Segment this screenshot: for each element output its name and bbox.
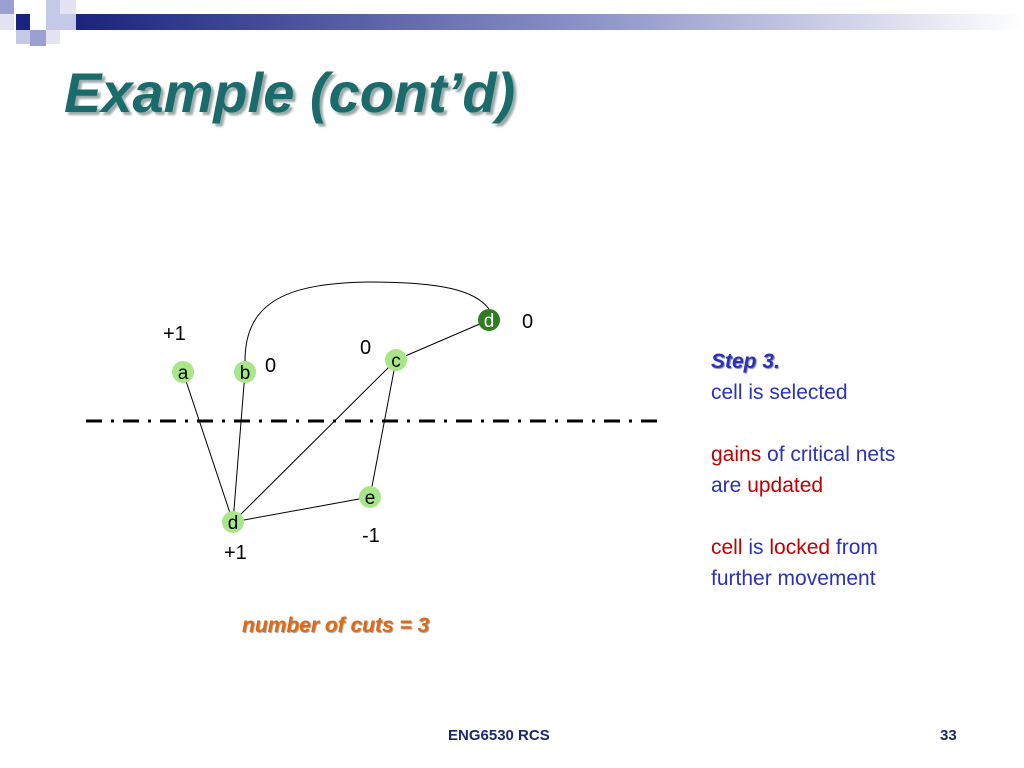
footer-course: ENG6530 RCS [448, 727, 550, 744]
node-d-locked[interactable]: d [478, 309, 500, 332]
step-line-locked: cell is locked from [711, 532, 1011, 563]
edge-a-d_bottom [182, 371, 234, 523]
edge-e-d_bottom [232, 496, 371, 523]
node-c[interactable]: c [385, 349, 407, 372]
step-description: Step 3. cell is selected gains of critic… [711, 346, 1011, 594]
slide-title: Example (cont’d) [64, 61, 516, 124]
node-e[interactable]: e [359, 486, 381, 509]
header-square [0, 0, 14, 14]
node-circle [222, 511, 244, 533]
is-text: is [742, 536, 770, 559]
gains-word: gains [711, 443, 762, 466]
header-square [16, 30, 30, 44]
node-circle [385, 349, 407, 371]
header-decoration [0, 0, 1024, 46]
node-label: b [240, 363, 251, 384]
edge-c-e [369, 359, 397, 498]
from-text: from [830, 536, 878, 559]
edge-group [182, 281, 490, 523]
cell-word: cell [711, 536, 743, 559]
edge-c-d_top [395, 319, 490, 361]
step-line-gains: gains of critical nets [711, 439, 1011, 470]
page-number: 33 [940, 727, 957, 744]
node-a[interactable]: a [172, 361, 194, 384]
node-label: d [228, 513, 239, 534]
are-text: are [711, 474, 748, 497]
critical-nets-text: of critical nets [761, 443, 896, 466]
node-circle [234, 361, 256, 383]
edge-c-d_bottom [232, 359, 397, 523]
header-square [46, 30, 60, 44]
node-label: d [484, 311, 495, 332]
gain-label-c: 0 [360, 337, 371, 359]
step-line-updated: are updated [711, 470, 1011, 501]
updated-word: updated [747, 474, 824, 497]
cut-count: number of cuts = 3 [242, 614, 430, 637]
node-circle [172, 361, 194, 383]
header-square [60, 0, 76, 14]
header-square [30, 30, 46, 46]
gain-label-e: -1 [362, 525, 380, 547]
gain-label-b: 0 [265, 355, 276, 377]
header-square [0, 14, 14, 30]
gain-label-d: +1 [224, 542, 247, 564]
gain-label-d-locked: 0 [522, 311, 533, 333]
header-gradient-bar [76, 14, 1024, 30]
header-square [16, 14, 30, 30]
step-line-movement: further movement [711, 567, 876, 590]
edge-b-d_bottom [232, 371, 246, 523]
node-circle [359, 486, 381, 508]
step-line-selected: cell is selected [711, 381, 848, 404]
locked-word: locked [769, 536, 831, 559]
node-d[interactable]: d [222, 511, 244, 534]
node-label: e [365, 488, 376, 509]
edge-b-d_top [244, 281, 490, 362]
node-b[interactable]: b [234, 361, 256, 384]
node-circle [478, 309, 500, 331]
step-heading: Step 3. [711, 350, 780, 373]
node-label: c [391, 351, 401, 372]
node-label: a [178, 363, 189, 384]
gain-label-a: +1 [163, 323, 186, 345]
